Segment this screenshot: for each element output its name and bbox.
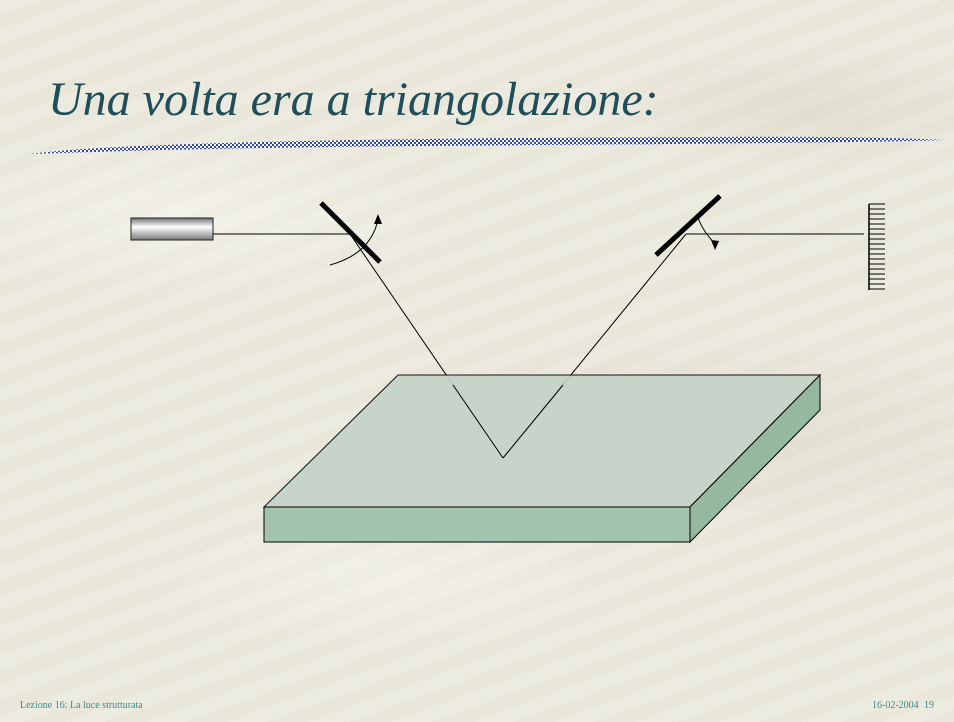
sensor-array-icon (868, 203, 885, 290)
footer-page-number: 19 (924, 700, 934, 711)
footer-date: 16-02-2004 (872, 700, 919, 711)
footer-lecture: Lezione 16: La luce strutturata (20, 700, 143, 711)
target-plate (262, 373, 822, 544)
rotating-mirror-icon (319, 201, 382, 266)
rotating-mirror-icon (654, 194, 722, 257)
title-underline-swoosh (30, 136, 946, 154)
slide-title: Una volta era a triangolazione: (48, 73, 659, 126)
laser-source-icon (130, 217, 214, 241)
